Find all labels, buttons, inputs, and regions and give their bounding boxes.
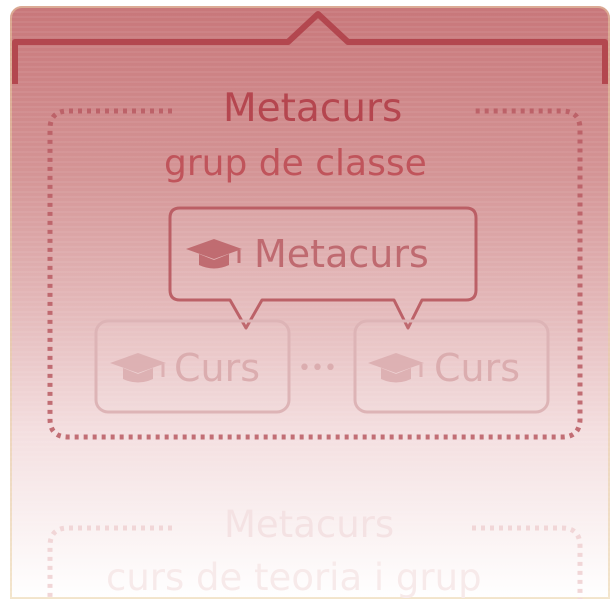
metacurs-box-outline: [168, 206, 478, 330]
curs-box-left-outline: [94, 319, 291, 414]
graduation-cap-icon: [110, 353, 166, 383]
group-subtitle: grup de classe: [164, 143, 427, 184]
group-title: Metacurs: [223, 86, 403, 131]
bottom-group-title: Metacurs: [224, 503, 395, 546]
bottom-group-subtitle: curs de teoria i grup: [106, 556, 482, 599]
curs-ellipsis: •••: [298, 356, 337, 381]
metacurs-box-label: Metacurs: [254, 232, 429, 276]
curs-box-right-outline: [353, 319, 550, 414]
metacurs-panel: Metacurs grup de classe Metacurs Curs ••…: [10, 6, 610, 599]
top-bracket: [12, 11, 608, 84]
curs-box-right-label: Curs: [434, 346, 521, 390]
diagram-graphics: [12, 11, 608, 599]
group-border-bottom: [47, 525, 583, 599]
curs-box-left-label: Curs: [174, 346, 261, 390]
panel-stripes: [10, 6, 610, 599]
graduation-cap-icon: [186, 239, 242, 269]
graduation-cap-icon: [368, 353, 424, 383]
